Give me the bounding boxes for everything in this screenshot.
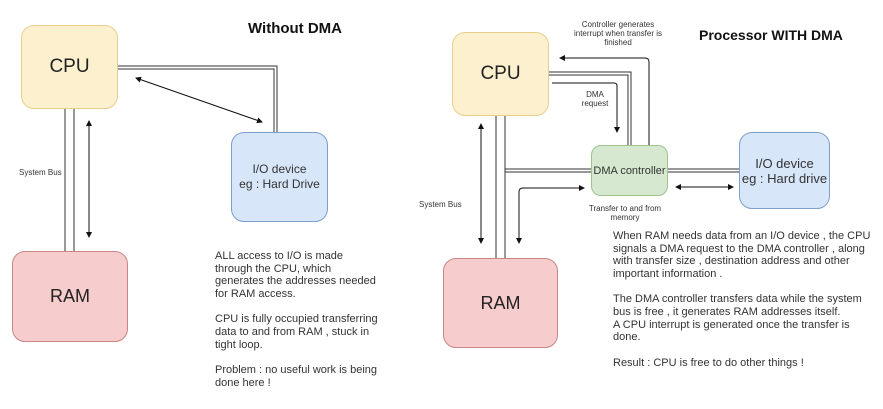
left-cpu-label: CPU (49, 56, 90, 77)
left-cpu-box: CPU (21, 25, 118, 109)
right-io-label-line1: I/O device (755, 155, 814, 171)
left-bus-label: System Bus (19, 168, 62, 177)
right-bus-dma-line (505, 168, 591, 173)
right-ram-label: RAM (480, 292, 521, 313)
right-cpu-dma-line (549, 71, 632, 145)
dma-request-arrow (552, 82, 620, 133)
dma-request-label-line1: DMA (586, 90, 604, 99)
right-description-para-3: A CPU interrupt is generated once the tr… (613, 318, 850, 344)
interrupt-arrow (559, 55, 650, 145)
right-diagram-title: Processor WITH DMA (699, 27, 843, 43)
right-description: When RAM needs data from an I/O device ,… (613, 230, 875, 382)
transfer-label-line2: memory (610, 213, 640, 222)
dma-controller-label: DMA controller (593, 164, 666, 177)
right-cpu-box: CPU (452, 32, 549, 116)
left-cpu-io-bus-line (118, 65, 278, 132)
right-system-bus-line (495, 116, 506, 258)
dma-request-label: DMA request (580, 90, 610, 108)
left-description-para-1: ALL access to I/O is made through the CP… (215, 250, 376, 300)
left-cpu-io-arrow (135, 76, 263, 124)
left-io-box: I/O device eg : Hard Drive (231, 132, 328, 222)
left-diagram-title: Without DMA (248, 20, 342, 37)
left-system-bus-line (64, 109, 75, 252)
right-io-label-line2: eg : Hard drive (741, 170, 828, 186)
left-ram-box: RAM (12, 251, 128, 342)
right-ram-box: RAM (443, 258, 558, 348)
left-ram-label: RAM (50, 286, 90, 306)
transfer-label: Transfer to and from memory (587, 204, 663, 222)
left-description-para-3: Problem : no useful work is being done h… (215, 364, 378, 389)
left-description-para-2: CPU is fully occupied transferring data … (215, 313, 378, 351)
transfer-label-line1: Transfer to and from (588, 204, 662, 213)
right-description-para-2: The DMA controller transfers data while … (613, 293, 862, 318)
dma-controller-box: DMA controller (591, 145, 668, 196)
right-cpu-label: CPU (480, 63, 521, 84)
right-description-para-4: Result : CPU is free to do other things … (613, 356, 804, 369)
dma-request-label-line2: request (581, 99, 609, 108)
right-dma-io-line (668, 168, 739, 173)
transfer-arrow (516, 185, 585, 244)
right-description-para-1: When RAM needs data from an I/O device ,… (613, 230, 871, 280)
left-io-label-line2: eg : Hard Drive (239, 177, 320, 191)
interrupt-label: Controller generates interrupt when tran… (573, 20, 663, 47)
right-bus-label: System Bus (419, 200, 462, 209)
left-io-label-line1: I/O device (252, 162, 307, 176)
right-io-box: I/O device eg : Hard drive (739, 132, 830, 209)
left-description: ALL access to I/O is made through the CP… (215, 250, 380, 402)
